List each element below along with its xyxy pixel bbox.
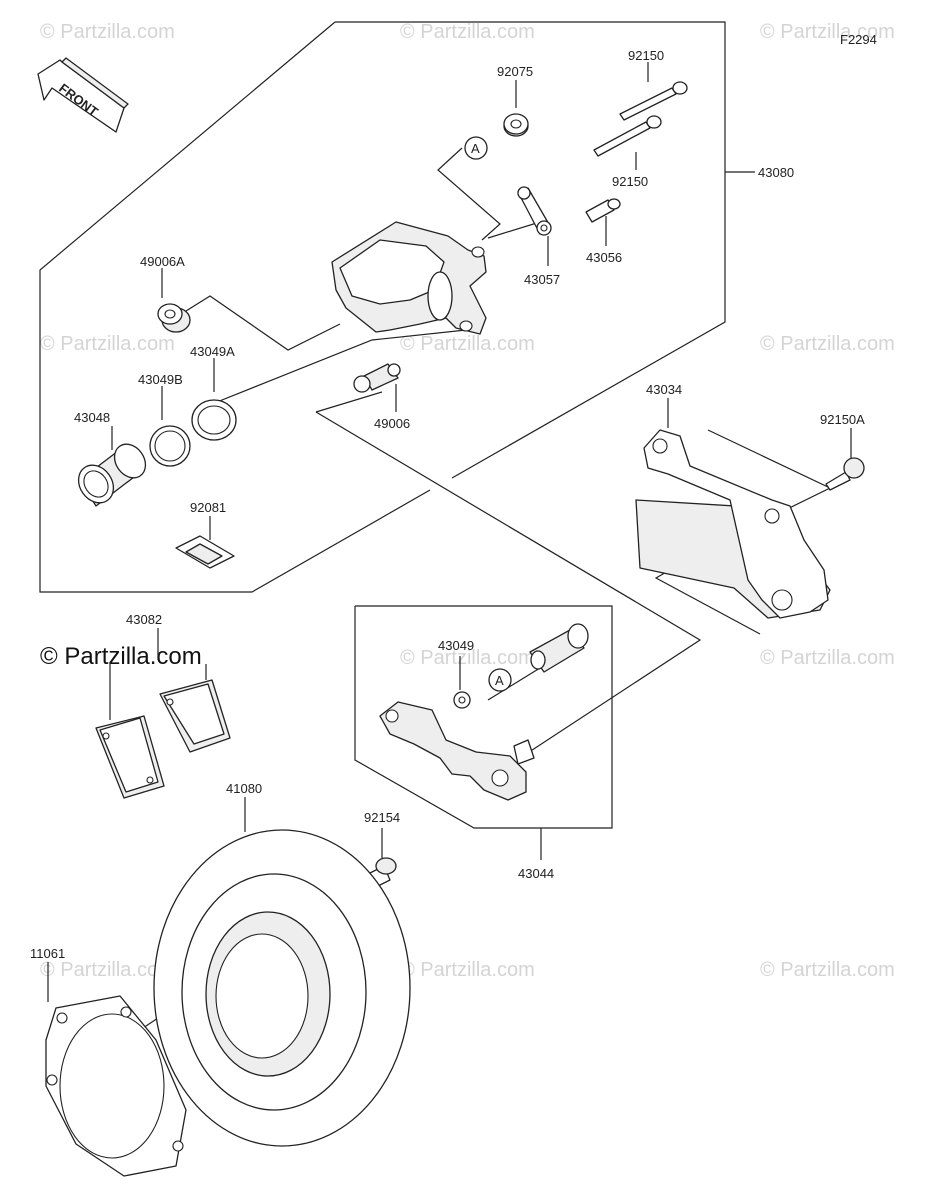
callout-letter: A (471, 141, 480, 156)
seal-43049B (149, 425, 191, 467)
bleed-valve-43056 (585, 198, 621, 223)
brake-disc-41080 (153, 829, 411, 1147)
part-label-43049B: 43049B (138, 372, 183, 387)
part-label-43057: 43057 (524, 272, 560, 287)
gasket-11061 (45, 995, 187, 1177)
caliper-assembly-outline (39, 21, 755, 593)
watermark: © Partzilla.com (760, 333, 895, 355)
part-label-41080: 41080 (226, 781, 262, 796)
pin-92150-top (619, 81, 688, 121)
callout-a-top: A (464, 136, 488, 160)
spring-92081 (175, 535, 235, 569)
bolt-92150A (825, 457, 865, 491)
part-label-43049A: 43049A (190, 344, 235, 359)
watermarks: © Partzilla.com © Partzilla.com © Partzi… (40, 21, 895, 981)
brake-pads-43082 (95, 679, 231, 799)
part-label-43082: 43082 (126, 612, 162, 627)
watermark: © Partzilla.com (400, 647, 535, 669)
part-label-49006A: 49006A (140, 254, 185, 269)
front-arrow: FRONT (37, 57, 129, 133)
part-label-92150A: 92150A (820, 412, 865, 427)
caliper-body (331, 221, 487, 335)
part-label-43080: 43080 (758, 165, 794, 180)
part-label-92075: 92075 (497, 64, 533, 79)
watermark: © Partzilla.com (400, 21, 535, 43)
callout-letter: A (495, 673, 504, 688)
watermark-dark: © Partzilla.com (40, 643, 202, 670)
watermark: © Partzilla.com (760, 959, 895, 981)
part-label-43048: 43048 (74, 410, 110, 425)
link-plate-43057 (517, 186, 552, 236)
part-labels: 43080 92075 92150 92150 43057 43056 4900… (30, 48, 865, 961)
watermark: © Partzilla.com (40, 21, 175, 43)
part-label-92150: 92150 (612, 174, 648, 189)
washer-43049 (453, 691, 471, 709)
figure-code: F2294 (840, 32, 877, 47)
part-label-92150: 92150 (628, 48, 664, 63)
bushing-92075 (503, 113, 529, 137)
bracket-outline (354, 605, 613, 860)
part-label-43034: 43034 (646, 382, 682, 397)
part-label-49006: 49006 (374, 416, 410, 431)
watermark: © Partzilla.com (760, 647, 895, 669)
bracket-slide-pin (529, 623, 589, 673)
watermark: © Partzilla.com (40, 959, 175, 981)
caliper-bracket-43044 (379, 701, 535, 801)
watermark: © Partzilla.com (760, 21, 895, 43)
piston-43048 (77, 443, 147, 507)
part-label-92081: 92081 (190, 500, 226, 515)
part-label-43049: 43049 (438, 638, 474, 653)
torque-bracket-43034 (635, 429, 831, 619)
callout-a-bottom: A (488, 668, 512, 692)
watermark: © Partzilla.com (40, 333, 175, 355)
part-label-92154: 92154 (364, 810, 400, 825)
pin-92150-bottom (593, 115, 662, 157)
watermark: © Partzilla.com (400, 333, 535, 355)
part-label-43056: 43056 (586, 250, 622, 265)
slide-pin-49006 (353, 363, 401, 393)
part-label-11061: 11061 (30, 946, 65, 961)
part-label-43044: 43044 (518, 866, 554, 881)
boot-49006A (157, 303, 191, 333)
seal-43049A (191, 399, 237, 441)
watermark: © Partzilla.com (400, 959, 535, 981)
